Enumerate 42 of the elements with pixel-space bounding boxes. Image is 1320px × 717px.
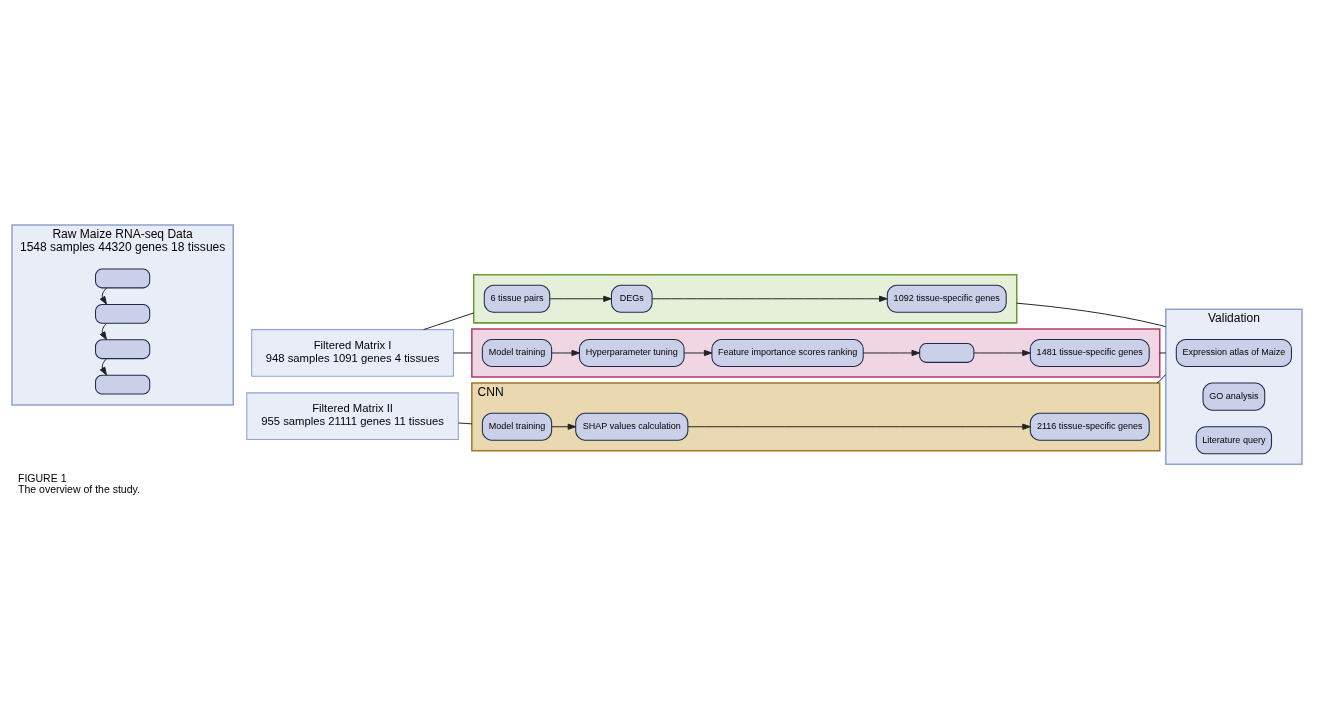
node-box: SHAP values calculation	[575, 412, 689, 441]
connector	[453, 352, 473, 353]
node-box	[919, 342, 975, 363]
node-box: Expression atlas of Maize	[1175, 338, 1292, 367]
node-box: Filtered Matrix II 955 samples 21111 genes 11 tissues	[246, 391, 459, 440]
arrow	[99, 357, 108, 375]
node-box: Feature importance scores ranking	[711, 338, 864, 367]
arrow	[683, 349, 713, 356]
node-box: DEGs	[610, 284, 653, 313]
node-box: 1092 tissue-specific genes	[886, 284, 1007, 313]
connector	[1016, 302, 1167, 327]
node-box	[95, 303, 151, 324]
arrow	[99, 286, 108, 305]
cluster	[471, 327, 1161, 378]
cluster: Raw Maize RNA-seq Data 1548 samples 44320 genes 18 tissues	[11, 223, 234, 406]
node-box: 1481 tissue-specific genes	[1029, 338, 1150, 367]
diagram-title: FIGURE 1	[18, 471, 67, 484]
node-box: 6 tissue pairs	[483, 284, 551, 313]
cluster	[472, 273, 1018, 324]
node-box	[95, 374, 151, 395]
arrow	[99, 322, 108, 340]
arrow	[551, 349, 580, 356]
connector	[457, 422, 473, 424]
node-box: Hyperparameter tuning	[578, 338, 685, 367]
arrow	[862, 349, 920, 356]
arrow	[551, 423, 577, 430]
node-box: Model training	[481, 412, 553, 441]
connector	[423, 311, 475, 330]
connector	[1156, 373, 1167, 384]
node-box	[95, 338, 151, 359]
arrow	[651, 295, 888, 302]
arrow	[973, 349, 1031, 356]
caption: The overview of the study.	[18, 482, 140, 495]
connector	[1159, 352, 1167, 353]
arrow	[687, 423, 1031, 430]
arrow	[549, 295, 612, 302]
node-box	[95, 268, 151, 288]
node-box: Filtered Matrix I 948 samples 1091 genes 4 tissues	[251, 328, 454, 377]
node-box: Literature query	[1195, 425, 1273, 454]
node-box: Model training	[481, 338, 553, 367]
node-box: GO analysis	[1202, 382, 1266, 411]
node-box: 2116 tissue-specific genes	[1029, 412, 1150, 441]
